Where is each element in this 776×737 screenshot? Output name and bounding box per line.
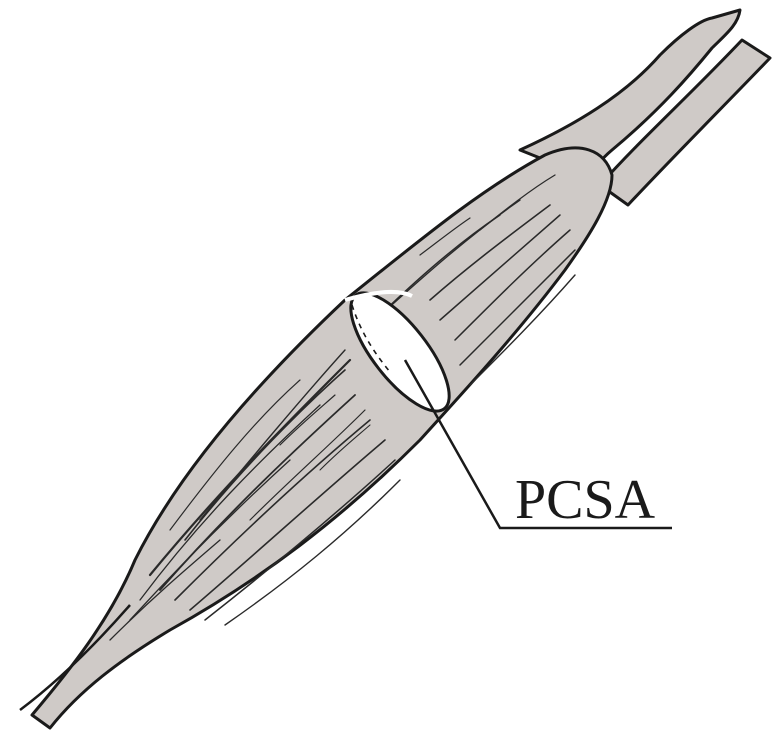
muscle-belly bbox=[32, 148, 612, 728]
pcsa-label: PCSA bbox=[515, 469, 656, 531]
